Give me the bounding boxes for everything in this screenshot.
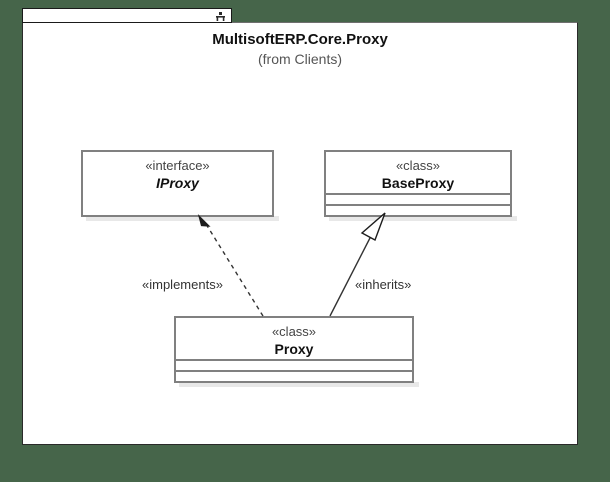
class-attributes-compartment-baseproxy: [326, 193, 510, 204]
class-box-shadow-baseproxy: [329, 216, 517, 221]
relationship-label-inherits: «inherits»: [355, 277, 412, 292]
package-tab[interactable]: [22, 8, 232, 23]
class-operations-compartment-baseproxy: [326, 204, 510, 215]
class-name-iproxy: IProxy: [156, 175, 199, 191]
class-box-iproxy[interactable]: «interface» IProxy: [81, 150, 274, 217]
class-name-baseproxy: BaseProxy: [381, 175, 455, 191]
class-stereotype-proxy: «class»: [271, 324, 317, 339]
relationship-label-implements: «implements»: [142, 277, 223, 292]
class-header-iproxy: «interface» IProxy: [83, 152, 272, 193]
package-tab-icon: [216, 12, 225, 21]
package-title: MultisoftERP.Core.Proxy: [212, 31, 388, 48]
class-stereotype-iproxy: «interface»: [145, 158, 210, 173]
class-box-shadow-proxy: [179, 382, 419, 387]
class-box-shadow-iproxy: [86, 216, 279, 221]
class-stereotype-baseproxy: «class»: [395, 158, 441, 173]
class-attributes-compartment-proxy: [176, 359, 412, 370]
class-header-proxy: «class» Proxy: [176, 318, 412, 359]
class-header-baseproxy: «class» BaseProxy: [326, 152, 510, 193]
class-name-proxy: Proxy: [274, 341, 314, 357]
class-box-baseproxy[interactable]: «class» BaseProxy: [324, 150, 512, 217]
class-box-proxy[interactable]: «class» Proxy: [174, 316, 414, 383]
package-subtitle: (from Clients): [257, 51, 342, 67]
class-operations-compartment-proxy: [176, 370, 412, 381]
